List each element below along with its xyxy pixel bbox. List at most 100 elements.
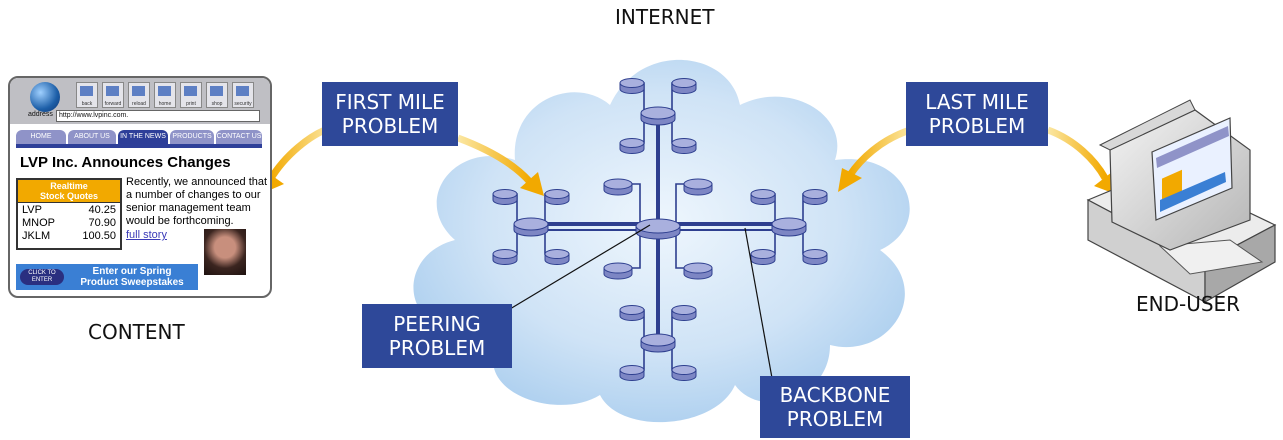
top-edge-router-1 (619, 78, 645, 94)
first-mile-problem-box: FIRST MILE PROBLEM (322, 82, 458, 146)
toolbar-security-button[interactable]: security (232, 82, 254, 108)
toolbar-reload-button[interactable]: reload (128, 82, 150, 108)
quote-symbol: JKLM (22, 230, 51, 242)
address-field[interactable]: http://www.lvpinc.com. (56, 110, 260, 122)
peering-line-2: PROBLEM (388, 336, 486, 360)
peering-callout-line (504, 224, 651, 313)
right-edge-router-3 (750, 249, 776, 265)
top-edge-router-2 (671, 78, 697, 94)
nav-tab-products[interactable]: PRODUCTS (170, 130, 214, 144)
nav-tab-in-the-news[interactable]: IN THE NEWS (118, 130, 168, 144)
left-edge-router-1 (492, 189, 518, 205)
nav-underline (16, 144, 262, 148)
home-icon (158, 86, 171, 96)
first-mile-line-1: FIRST MILE (335, 90, 445, 114)
reload-icon (132, 86, 145, 96)
sweepstakes-banner[interactable]: CLICK TO ENTER Enter our Spring Product … (16, 264, 198, 290)
click-to-enter-line-1: CLICK TO (28, 270, 56, 276)
left-edge-router-2 (544, 189, 570, 205)
left-edge-router-4 (544, 249, 570, 265)
quote-row: JKLM 100.50 (18, 230, 120, 242)
toolbar-shop-button[interactable]: shop (206, 82, 228, 108)
toolbar-label: forward (104, 101, 122, 107)
globe-logo-icon (30, 82, 60, 112)
bottom-edge-router-4 (671, 365, 697, 381)
toolbar-label: shop (211, 101, 223, 107)
quote-symbol: LVP (22, 204, 42, 216)
quote-price: 70.90 (88, 217, 116, 229)
nav-tab-contact-us[interactable]: CONTACT US (216, 130, 262, 144)
center-edge-router-3 (603, 262, 633, 280)
back-icon (80, 86, 93, 96)
bottom-edge-router-2 (671, 305, 697, 321)
top-edge-router-3 (619, 138, 645, 154)
toolbar-label: back (81, 101, 93, 107)
nav-tab-home[interactable]: HOME (16, 130, 66, 144)
sweepstakes-text: Enter our Spring Product Sweepstakes (68, 266, 196, 288)
peering-line-1: PEERING (393, 312, 481, 336)
last-mile-line-1: LAST MILE (925, 90, 1029, 114)
backbone-callout-line (744, 227, 773, 379)
address-label: address (28, 111, 53, 118)
backbone-problem-box: BACKBONE PROBLEM (760, 376, 910, 438)
sweepstakes-line-2: Product Sweepstakes (80, 277, 184, 288)
end-user-label: END-USER (1136, 292, 1241, 316)
toolbar-home-button[interactable]: home (154, 82, 176, 108)
content-label: CONTENT (88, 320, 185, 344)
click-to-enter-button[interactable]: CLICK TO ENTER (20, 269, 64, 285)
center-edge-router-2 (683, 178, 713, 196)
right-edge-router-2 (802, 189, 828, 205)
content-browser-window: back forward reload home print shop security a… (8, 76, 272, 298)
right-edge-router-1 (750, 189, 776, 205)
quote-row: LVP 40.25 (18, 204, 120, 216)
quotes-title-line-1: Realtime (50, 181, 88, 191)
last-mile-line-2: PROBLEM (928, 114, 1026, 138)
top-edge-router-4 (671, 138, 697, 154)
forward-icon (106, 86, 119, 96)
toolbar-back-button[interactable]: back (76, 82, 98, 108)
click-to-enter-line-2: ENTER (31, 277, 53, 283)
article-headline: LVP Inc. Announces Changes (20, 154, 231, 171)
shop-icon (210, 86, 223, 96)
right-hub-router (771, 217, 807, 237)
internet-cloud (413, 59, 910, 423)
center-edge-router-1 (603, 178, 633, 196)
end-user-computer (1086, 99, 1277, 304)
quote-price: 100.50 (82, 230, 116, 242)
center-edge-router-4 (683, 262, 713, 280)
article-body: Recently, we announced that a number of … (126, 176, 268, 227)
full-story-link[interactable]: full story (126, 229, 167, 241)
browser-toolbar: back forward reload home print shop security a… (10, 78, 270, 124)
backbone-line-1: BACKBONE (779, 383, 891, 407)
quote-price: 40.25 (88, 204, 116, 216)
toolbar-label: print (186, 101, 196, 107)
toolbar-label: reload (132, 101, 146, 107)
top-hub-router (640, 106, 676, 126)
quotes-title-line-2: Stock Quotes (39, 191, 98, 201)
toolbar-forward-button[interactable]: forward (102, 82, 124, 108)
first-mile-arrow-to-cloud (456, 134, 544, 196)
sweepstakes-line-1: Enter our Spring (92, 266, 172, 277)
left-hub-router (513, 217, 549, 237)
toolbar-label: security (234, 101, 252, 107)
security-icon (236, 86, 249, 96)
toolbar-print-button[interactable]: print (180, 82, 202, 108)
nav-tab-about-us[interactable]: ABOUT US (68, 130, 116, 144)
center-core-router (635, 218, 681, 240)
first-mile-line-2: PROBLEM (341, 114, 439, 138)
peering-problem-box: PEERING PROBLEM (362, 304, 512, 368)
print-icon (184, 86, 197, 96)
bottom-edge-router-1 (619, 305, 645, 321)
bottom-edge-router-3 (619, 365, 645, 381)
router-group (492, 78, 828, 381)
toolbar-label: home (158, 101, 172, 107)
left-edge-router-3 (492, 249, 518, 265)
stock-quotes-title: Realtime Stock Quotes (18, 180, 120, 203)
backbone-line-2: PROBLEM (786, 407, 884, 431)
right-edge-router-4 (802, 249, 828, 265)
last-mile-arrow-to-user (1046, 126, 1118, 195)
